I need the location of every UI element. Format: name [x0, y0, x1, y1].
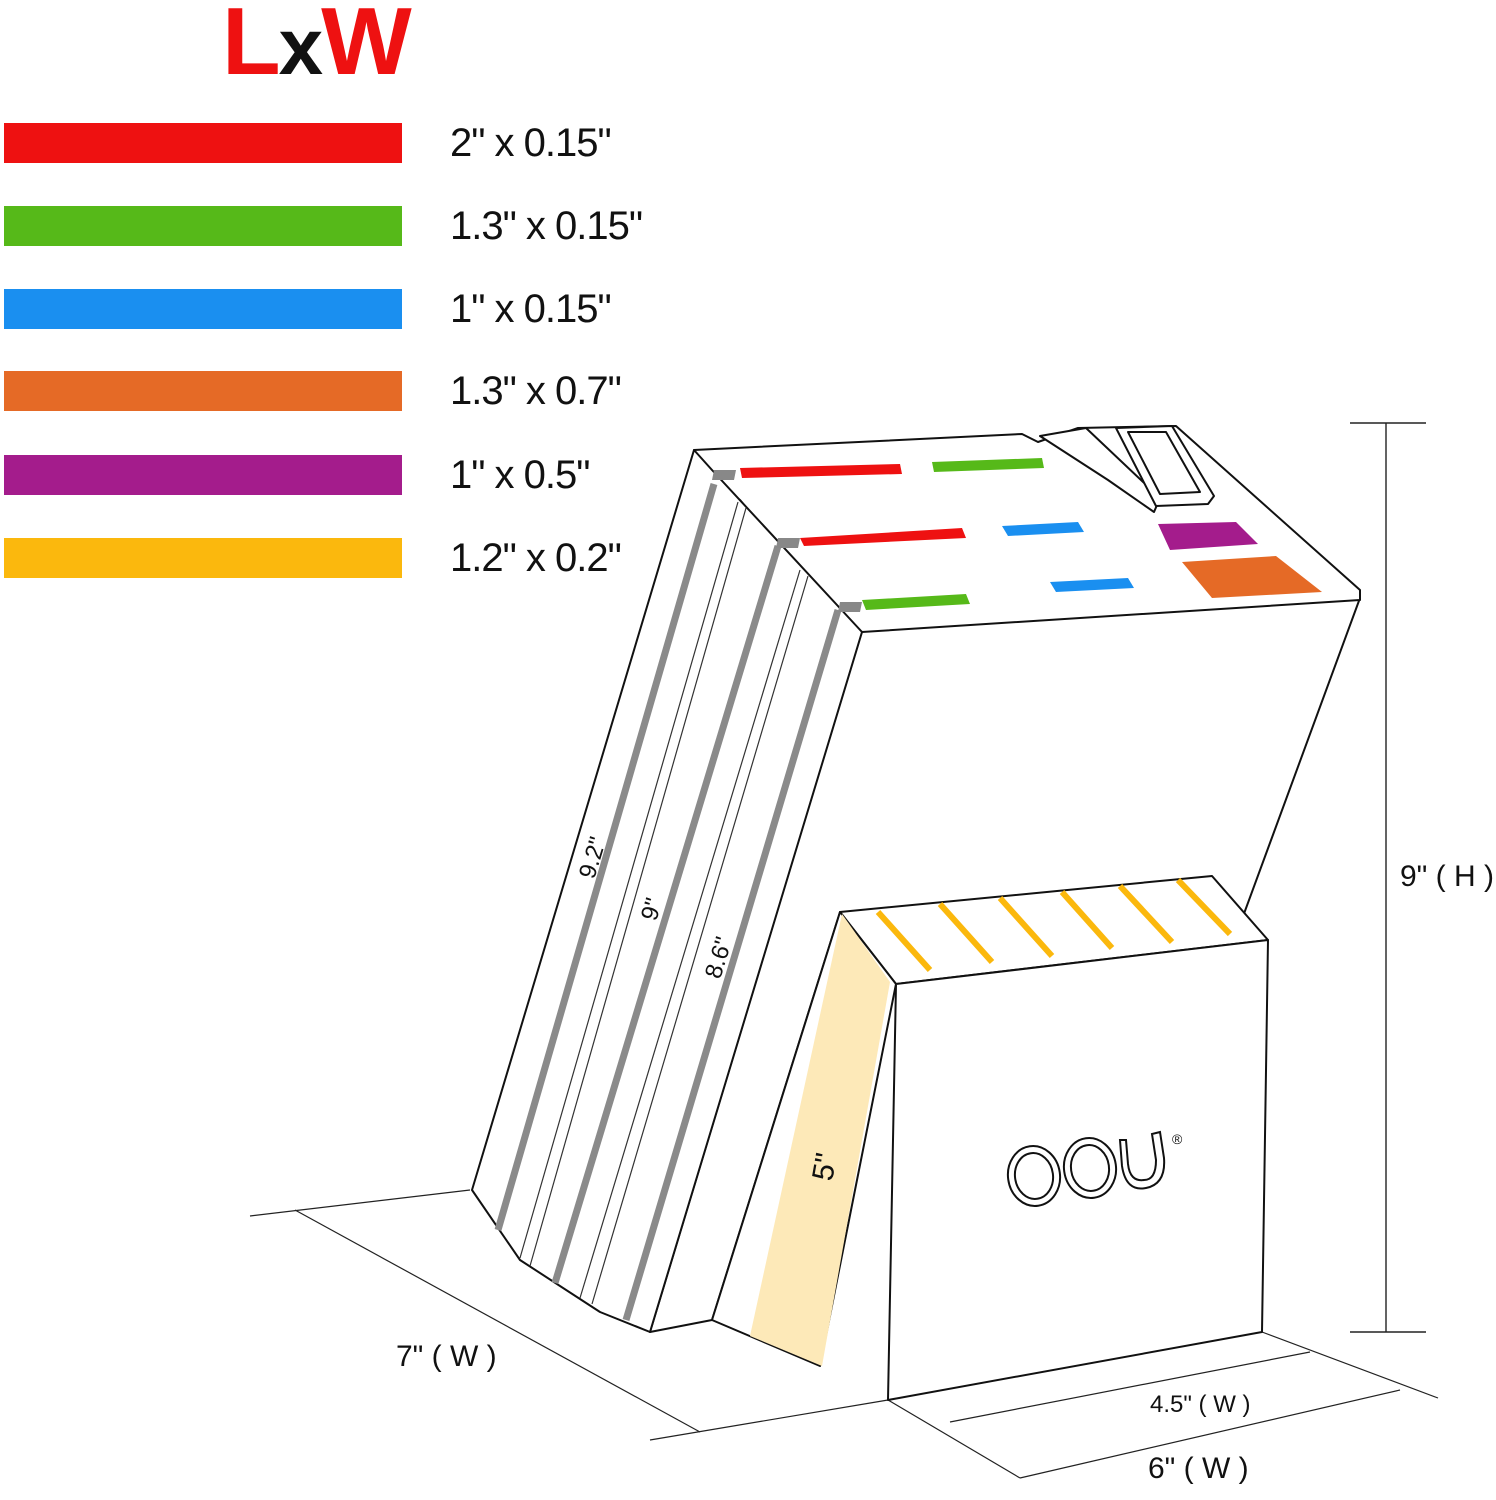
height-dimension-line — [1350, 422, 1426, 1333]
base-width-front-label: 7" ( W ) — [396, 1340, 497, 1373]
floor-guides — [249, 1189, 1439, 1479]
slot-green — [862, 594, 970, 610]
small-block-front-face — [887, 939, 1269, 1401]
legend-swatch-red — [4, 123, 402, 163]
legend-label: 1" x 0.5" — [450, 453, 590, 497]
legend-label: 2" x 0.15" — [450, 121, 612, 165]
slot-blue — [1002, 522, 1084, 536]
height-highlight-band — [750, 914, 890, 1366]
title-lxw: LxW — [222, 0, 412, 91]
legend-row-orange: 1.3" x 0.7" — [4, 369, 644, 413]
legend-row-green: 1.3" x 0.15" — [4, 204, 644, 248]
brand-logo — [1006, 1130, 1166, 1207]
legend-label: 1.2" x 0.2" — [450, 536, 622, 580]
legend-swatch-yellow — [4, 538, 402, 578]
slot-orange — [1182, 556, 1322, 598]
title-x: x — [278, 2, 323, 91]
side-groove-edges — [519, 501, 809, 1305]
legend-label: 1.3" x 0.7" — [450, 369, 622, 413]
yellow-slots — [875, 877, 1233, 973]
step-markers — [712, 470, 862, 612]
legend-swatch-green — [4, 206, 402, 246]
legend-row-blue: 1" x 0.15" — [4, 287, 644, 331]
height-label: 9" ( H ) — [1400, 860, 1494, 893]
legend-label: 1" x 0.15" — [450, 287, 612, 331]
slot-blue — [1050, 578, 1134, 592]
small-block-width-label: 4.5" ( W ) — [1150, 1391, 1251, 1418]
small-block-height-label: 5" — [806, 1151, 843, 1184]
brand-registered: ® — [1172, 1131, 1183, 1147]
legend-swatch-orange — [4, 371, 402, 411]
main-block-side-face — [471, 449, 863, 1333]
top-slots — [740, 458, 1322, 610]
scissor-slot-cap — [1039, 425, 1215, 513]
slot-red — [800, 528, 966, 546]
legend-swatch-blue — [4, 289, 402, 329]
side-grooves — [494, 483, 842, 1322]
title-l: L — [222, 0, 281, 95]
slot-red — [740, 464, 902, 478]
slot-green — [932, 458, 1044, 472]
legend-row-red: 2" x 0.15" — [4, 121, 644, 165]
legend-swatch-purple — [4, 455, 402, 495]
legend-row-purple: 1" x 0.5" — [4, 453, 644, 497]
slot-purple — [1158, 522, 1258, 550]
title-w: W — [321, 0, 412, 95]
legend-row-yellow: 1.2" x 0.2" — [4, 536, 644, 580]
legend-label: 1.3" x 0.15" — [450, 204, 643, 248]
base-width-back-label: 6" ( W ) — [1148, 1452, 1249, 1485]
